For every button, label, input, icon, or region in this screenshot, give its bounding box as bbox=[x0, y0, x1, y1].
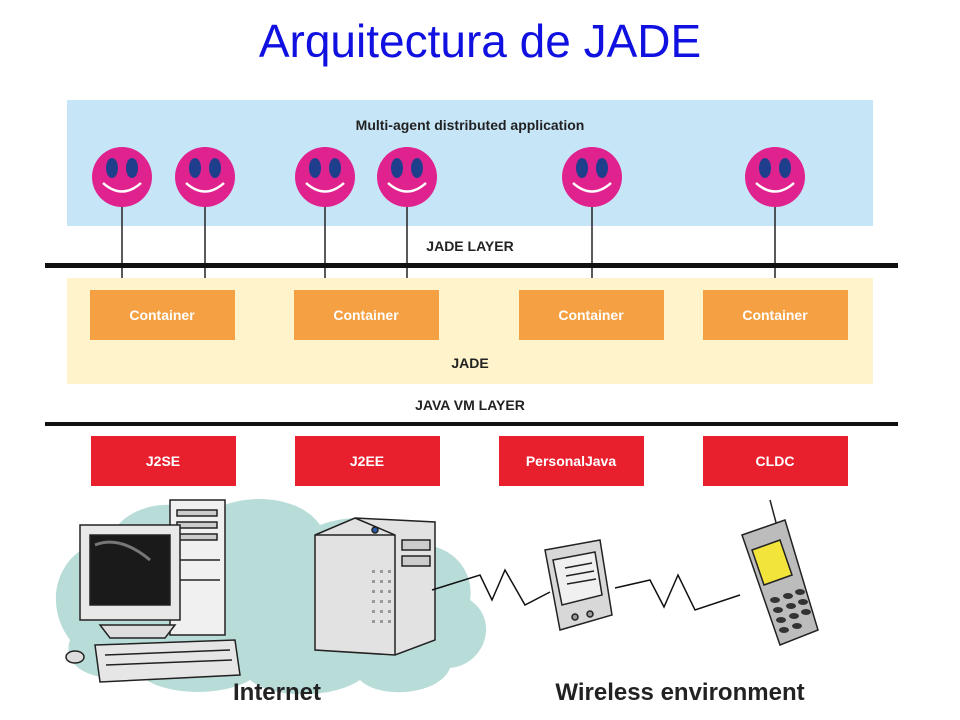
platform-label: CLDC bbox=[756, 453, 795, 469]
platform-box bbox=[499, 436, 644, 486]
desktop-computer-icon bbox=[65, 499, 241, 683]
pda-icon bbox=[544, 539, 613, 631]
page-title: Arquitectura de JADE bbox=[258, 15, 702, 67]
smiley-agent-icon bbox=[295, 147, 355, 207]
application-band-label: Multi-agent distributed application bbox=[356, 117, 585, 133]
container-box bbox=[294, 290, 439, 340]
smiley-agent-icon bbox=[92, 147, 152, 207]
agent-container-links bbox=[121, 200, 776, 290]
java-vm-layer-label: JAVA VM LAYER bbox=[415, 397, 525, 413]
container-label: Container bbox=[742, 307, 808, 323]
jade-label: JADE bbox=[451, 355, 488, 371]
platform-label: J2EE bbox=[350, 453, 384, 469]
platform-box bbox=[703, 436, 848, 486]
platform-label: PersonalJava bbox=[526, 453, 616, 469]
smiley-agent-icon bbox=[562, 147, 622, 207]
mobile-phone-icon bbox=[741, 499, 819, 646]
smiley-agent-icon bbox=[377, 147, 437, 207]
container-label: Container bbox=[558, 307, 624, 323]
smiley-agent-icon bbox=[175, 147, 235, 207]
smiley-agent-icon bbox=[745, 147, 805, 207]
server-tower-icon bbox=[314, 517, 436, 656]
container-label: Container bbox=[333, 307, 399, 323]
platform-label: J2SE bbox=[146, 453, 180, 469]
jade-layer-label: JADE LAYER bbox=[426, 238, 513, 254]
platform-box bbox=[91, 436, 236, 486]
java-vm-layer-line bbox=[45, 422, 898, 426]
container-label: Container bbox=[129, 307, 195, 323]
container-box bbox=[703, 290, 848, 340]
wireless-link-server-pda bbox=[431, 568, 551, 606]
jade-layer-line bbox=[45, 263, 898, 268]
container-box bbox=[519, 290, 664, 340]
container-box bbox=[90, 290, 235, 340]
wireless-link-pda-phone bbox=[614, 573, 741, 611]
internet-label: Internet bbox=[233, 679, 321, 706]
platform-box bbox=[295, 436, 440, 486]
wireless-environment-label: Wireless environment bbox=[555, 679, 804, 706]
